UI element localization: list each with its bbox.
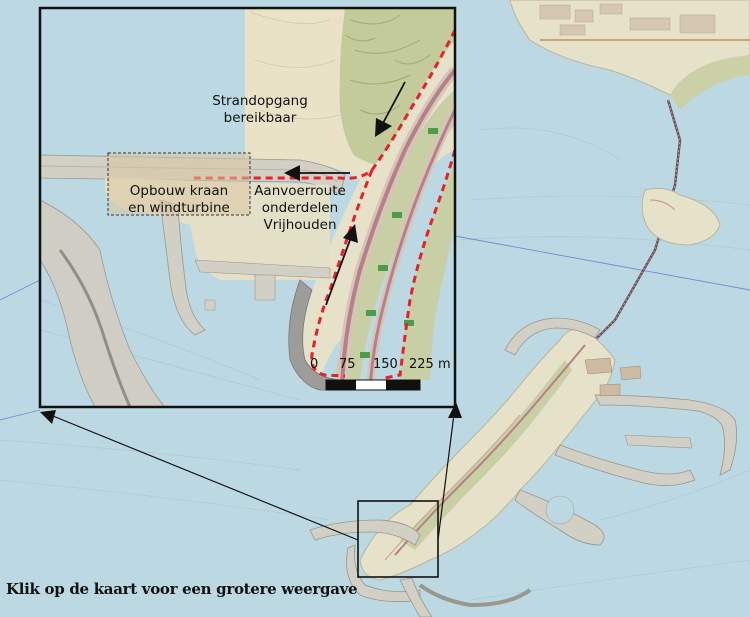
inset-pier	[194, 259, 331, 279]
dam-south-bottom	[399, 577, 433, 617]
inset-frame	[38, 6, 457, 409]
dam-southwest	[309, 519, 421, 546]
inset-verge-green	[335, 90, 455, 380]
scale-tick-0: 0	[310, 357, 319, 372]
crane-assembly-area[interactable]	[107, 152, 251, 216]
depth-lines	[0, 127, 750, 601]
main-road	[394, 344, 586, 556]
pointer-arrowhead-right	[448, 402, 462, 418]
buildings	[584, 357, 642, 397]
label-crane-assembly: Opbouw kraan en windturbine	[128, 183, 230, 216]
pointer-line-left	[47, 413, 359, 541]
arrow-beach-access	[381, 81, 406, 126]
scale-tick-225: 225 m	[409, 357, 451, 372]
breakwater-south	[554, 444, 696, 486]
inset-dune-texture	[333, 8, 455, 165]
arrow-supply-route	[325, 239, 351, 306]
harbor-mole	[624, 434, 693, 449]
inset-breakwater-curve	[159, 199, 206, 336]
route-dashed-east	[384, 149, 455, 380]
island-roggenplaat	[641, 187, 721, 246]
scale-bar	[325, 379, 421, 391]
pointer-line-right	[437, 413, 455, 541]
route-dashed-south	[310, 169, 374, 378]
inset-dike-left	[40, 199, 166, 407]
breakwater-east	[594, 394, 738, 476]
breakwater-north	[504, 317, 601, 356]
inset-beach	[245, 8, 365, 170]
enlarge-map-link[interactable]: Klik op de kaart voor een grotere weerga…	[6, 580, 358, 598]
scale-tick-75: 75	[339, 357, 356, 372]
town-blocks	[539, 3, 716, 36]
label-beach-access: Strandopgang bereikbaar	[212, 93, 308, 126]
top-dune	[670, 55, 750, 110]
route-dashed	[190, 29, 455, 180]
label-supply-route: Aanvoerroute onderdelen Vrijhouden	[254, 183, 346, 233]
inset-map[interactable]	[38, 6, 457, 409]
pointer-arrowhead-left	[40, 410, 56, 424]
scale-tick-150: 150	[373, 357, 398, 372]
